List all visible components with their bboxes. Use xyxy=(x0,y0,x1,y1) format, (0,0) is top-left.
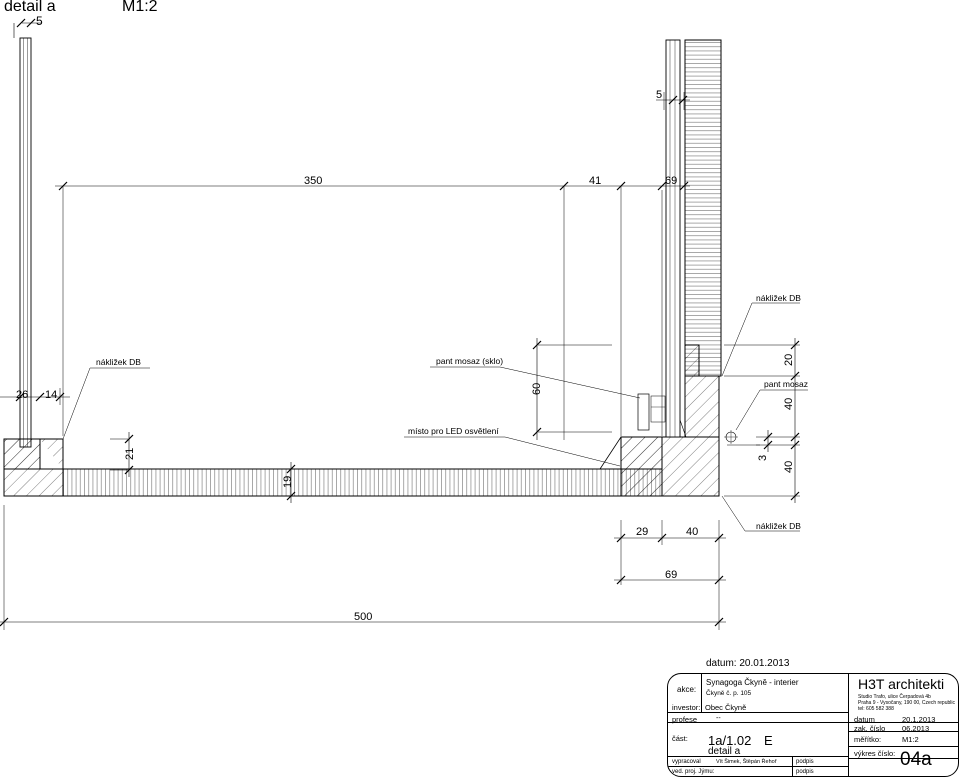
dimension-values: 350 41 69 5 26 14 60 21 19 20 40 3 40 29… xyxy=(16,89,795,623)
dimension-lines xyxy=(0,22,796,623)
cast-label: část: xyxy=(672,734,688,743)
cast-letter: E xyxy=(764,733,773,748)
investor-label: investor: xyxy=(672,703,701,712)
label-pant-mosaz: pant mosaz xyxy=(764,379,808,389)
extension-lines xyxy=(3,92,800,630)
dim-500: 500 xyxy=(354,611,372,623)
akce-value: Synagoga Čkyně - interier xyxy=(706,678,799,687)
hinge-block xyxy=(637,393,650,431)
label-naklizek-bottom: nákližek DB xyxy=(756,521,801,531)
studio-line-2: Praha 9 - Vysočany, 190 00, Czech republ… xyxy=(858,700,955,706)
akce-sub: Čkyně č. p. 105 xyxy=(706,690,752,697)
right-upper-hatched xyxy=(684,344,720,438)
profese-value: -- xyxy=(716,715,721,722)
vykres-label: výkres číslo: xyxy=(854,749,896,758)
cast-value: 1a/1.02 xyxy=(708,733,752,748)
dim-3: 3 xyxy=(757,455,769,461)
podpis-1: podpis xyxy=(796,759,814,765)
leader-lines xyxy=(62,302,808,532)
datum-label: datum xyxy=(854,715,875,724)
vypracoval-value: Vít Šimek, Štěpán Řehoř xyxy=(716,759,777,765)
dim-5: 5 xyxy=(656,89,662,101)
datum-value: 20.1.2013 xyxy=(902,715,936,724)
meritko-value: M1:2 xyxy=(902,735,919,744)
podpis-2: podpis xyxy=(796,769,814,775)
zak-label: zak. číslo xyxy=(854,724,886,733)
title-block-date: datum: 20.01.2013 xyxy=(706,658,790,669)
investor-value: Obec Čkyně xyxy=(705,703,747,712)
company-name: H3T architekti xyxy=(858,676,945,692)
label-led: místo pro LED osvětlení xyxy=(408,426,499,436)
right-glass-pane xyxy=(665,39,687,438)
dim-350: 350 xyxy=(304,175,322,187)
label-naklizek-left: nákližek DB xyxy=(96,357,141,367)
dim-29: 29 xyxy=(636,526,648,538)
label-naklizek-top: nákližek DB xyxy=(756,293,801,303)
left-glass-pane xyxy=(13,23,32,448)
title-block: akce: Synagoga Čkyně - interier Čkyně č.… xyxy=(667,673,959,777)
zak-value: 06.2013 xyxy=(902,724,930,733)
studio-line-3: tel: 605 582 388 xyxy=(858,706,894,712)
studio-line-1: Studio Trafo, ulice Čerpadová 4b xyxy=(858,694,931,700)
drawing-title: detail a xyxy=(4,0,56,15)
meritko-label: měřítko: xyxy=(854,735,882,744)
label-pant-sklo: pant mosaz (sklo) xyxy=(436,356,503,366)
dim-14: 14 xyxy=(45,389,57,401)
drawing-scale: M1:2 xyxy=(122,0,158,15)
callout-labels: nákližek DB nákližek DB pant mosaz (sklo… xyxy=(96,293,808,531)
dim-69-bottom: 69 xyxy=(665,569,677,581)
dimension-ticks xyxy=(0,18,800,627)
scale-note: 5 xyxy=(36,14,43,28)
dim-19: 19 xyxy=(282,476,294,488)
right-vertical-board xyxy=(684,39,722,377)
vypracoval-label: vypracoval xyxy=(672,759,701,765)
dim-69-top: 69 xyxy=(665,175,677,187)
dim-26: 26 xyxy=(16,389,28,401)
ved-label: ved. proj. Jýmu: xyxy=(672,769,715,775)
dim-20: 20 xyxy=(783,354,795,366)
dim-40-bottom: 40 xyxy=(686,526,698,538)
cast-detail: detail a xyxy=(708,746,741,757)
profese-label: profese xyxy=(672,715,698,724)
dim-40-b: 40 xyxy=(783,461,795,473)
bottom-board xyxy=(62,468,663,497)
dim-41: 41 xyxy=(589,175,601,187)
vykres-value: 04a xyxy=(900,749,932,770)
akce-label: akce: xyxy=(677,685,697,694)
dim-60: 60 xyxy=(531,383,543,395)
dim-21: 21 xyxy=(124,448,136,460)
dim-40-a: 40 xyxy=(783,398,795,410)
